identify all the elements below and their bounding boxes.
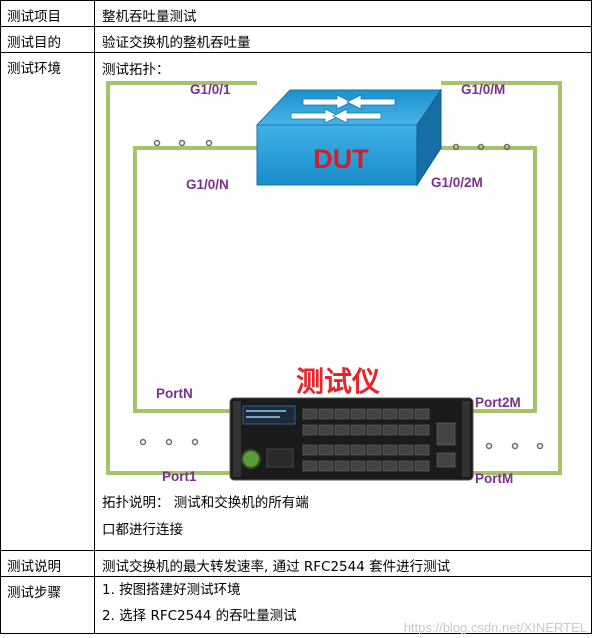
row-test-item: 测试项目 整机吞吐量测试	[0, 0, 592, 27]
port-label-g1-0-1: G1/0/1	[190, 82, 231, 97]
label-test-goal: 测试目的	[0, 26, 95, 53]
row-test-steps: 测试步骤 1. 按图搭建好测试环境 2. 选择 RFC2544 的吞吐量测试	[0, 576, 592, 634]
label-test-steps: 测试步骤	[0, 576, 95, 634]
link-lines	[106, 81, 562, 475]
port-label-g1-0-n: G1/0/N	[186, 177, 229, 192]
port-label-g1-0-m: G1/0/M	[461, 82, 505, 97]
tester-device-icon	[229, 397, 474, 481]
value-test-goal: 验证交换机的整机吞吐量	[94, 26, 592, 53]
dut-label: DUT	[313, 144, 369, 174]
label-test-item: 测试项目	[0, 0, 95, 27]
tester-label: 测试仪	[296, 366, 381, 397]
dut-switch-icon: DUT	[255, 88, 442, 187]
value-test-steps: 1. 按图搭建好测试环境 2. 选择 RFC2544 的吞吐量测试	[94, 576, 592, 634]
row-test-desc: 测试说明 测试交换机的最大转发速率, 通过 RFC2544 套件进行测试	[0, 550, 592, 577]
label-test-desc: 测试说明	[0, 550, 95, 577]
topology-title: 测试拓扑：	[102, 62, 170, 78]
step-item-2: 2. 选择 RFC2544 的吞吐量测试	[102, 608, 297, 624]
port-label-g1-0-2m: G1/0/2M	[431, 175, 483, 190]
link-g1-port1	[106, 81, 257, 475]
tester-port-grid	[302, 408, 456, 472]
topology-diagram: DUT G1/0/1 G1/0/M G1/0/N G1/0/2M 测试仪	[106, 81, 562, 486]
step-item-1: 1. 按图搭建好测试环境	[102, 582, 241, 598]
link-gn-portn	[133, 146, 257, 413]
ellipsis-dots	[139, 139, 544, 450]
label-test-env: 测试环境	[0, 52, 95, 551]
value-test-env: DUT G1/0/1 G1/0/M G1/0/N G1/0/2M 测试仪	[94, 52, 592, 551]
row-test-goal: 测试目的 验证交换机的整机吞吐量	[0, 26, 592, 53]
value-test-desc: 测试交换机的最大转发速率, 通过 RFC2544 套件进行测试	[94, 550, 592, 577]
link-gm-portm	[441, 81, 562, 475]
row-test-env: 测试环境	[0, 52, 592, 551]
topology-note-line2: 口都进行连接	[102, 522, 183, 538]
value-test-item: 整机吞吐量测试	[94, 0, 592, 27]
port-label-port1: Port1	[162, 469, 197, 484]
topology-note-line1: 拓扑说明： 测试和交换机的所有端	[102, 495, 309, 511]
port-label-port2m: Port2M	[475, 395, 521, 410]
link-g2m-port2m	[417, 146, 537, 413]
port-label-portn: PortN	[156, 386, 193, 401]
watermark: https://blog.csdn.net/XINERTEL	[403, 620, 587, 635]
port-label-portm: PortM	[475, 471, 513, 486]
